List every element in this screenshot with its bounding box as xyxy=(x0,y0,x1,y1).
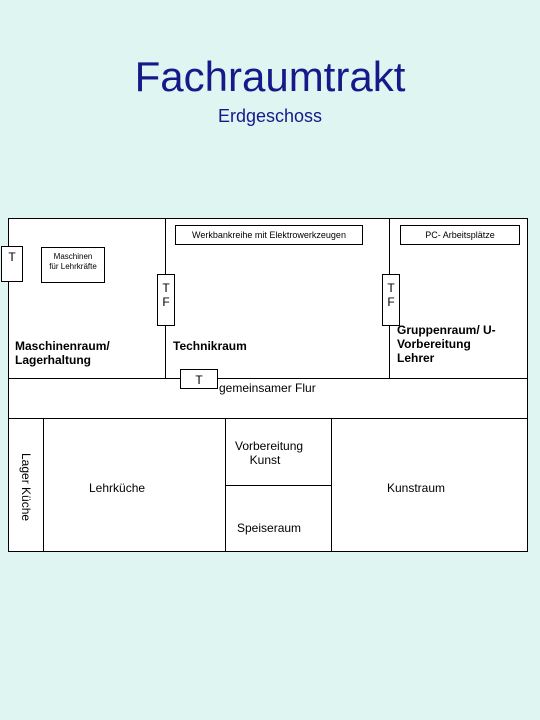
wall-flur-bottom xyxy=(9,418,527,419)
werkbankreihe-box: Werkbankreihe mit Elektrowerkzeugen xyxy=(175,225,363,245)
wall-speise-right xyxy=(331,418,332,551)
tf-gruppen-label: T F xyxy=(387,281,395,309)
room-kunstraum: Kunstraum xyxy=(387,481,446,495)
t-flur-label: T xyxy=(195,373,203,387)
wall-lager-kueche xyxy=(43,418,44,551)
tf-technik-label: T F xyxy=(162,281,170,309)
maschinen-lehrkraefte-label: Maschinen für Lehrkräfte xyxy=(49,252,97,271)
room-lehrkueche: Lehrküche xyxy=(89,481,146,495)
werkbankreihe-label: Werkbankreihe mit Elektrowerkzeugen xyxy=(192,230,346,240)
wall-speise-left xyxy=(225,418,226,551)
t-left-box: T xyxy=(1,246,23,282)
room-gruppenraum: Gruppenraum/ U-Vorbereitung Lehrer xyxy=(397,323,496,365)
tf-technik-box: T F xyxy=(157,274,175,326)
wall-vorbereitung-speise xyxy=(225,485,332,486)
tf-gruppen-box: T F xyxy=(382,274,400,326)
pc-arbeitsplaetze-label: PC- Arbeitsplätze xyxy=(425,230,495,240)
maschinen-lehrkraefte-box: Maschinen für Lehrkräfte xyxy=(41,247,105,283)
wall-flur-top xyxy=(9,378,527,379)
t-left-label: T xyxy=(8,250,16,264)
t-flur-box: T xyxy=(180,369,218,389)
room-vorbereitung-kunst: Vorbereitung Kunst xyxy=(235,439,304,467)
page-title: Fachraumtrakt xyxy=(134,53,406,100)
pc-arbeitsplaetze-box: PC- Arbeitsplätze xyxy=(400,225,520,245)
room-flur: gemeinsamer Flur xyxy=(219,381,316,395)
room-technikraum: Technikraum xyxy=(173,339,247,353)
floor-plan: Werkbankreihe mit Elektrowerkzeugen PC- … xyxy=(1,218,528,552)
room-lager-kueche: Lager Küche xyxy=(19,453,33,522)
room-speiseraum: Speiseraum xyxy=(237,521,302,535)
room-maschinenraum: Maschinenraum/ Lagerhaltung xyxy=(15,339,110,367)
page-subtitle: Erdgeschoss xyxy=(217,106,323,126)
